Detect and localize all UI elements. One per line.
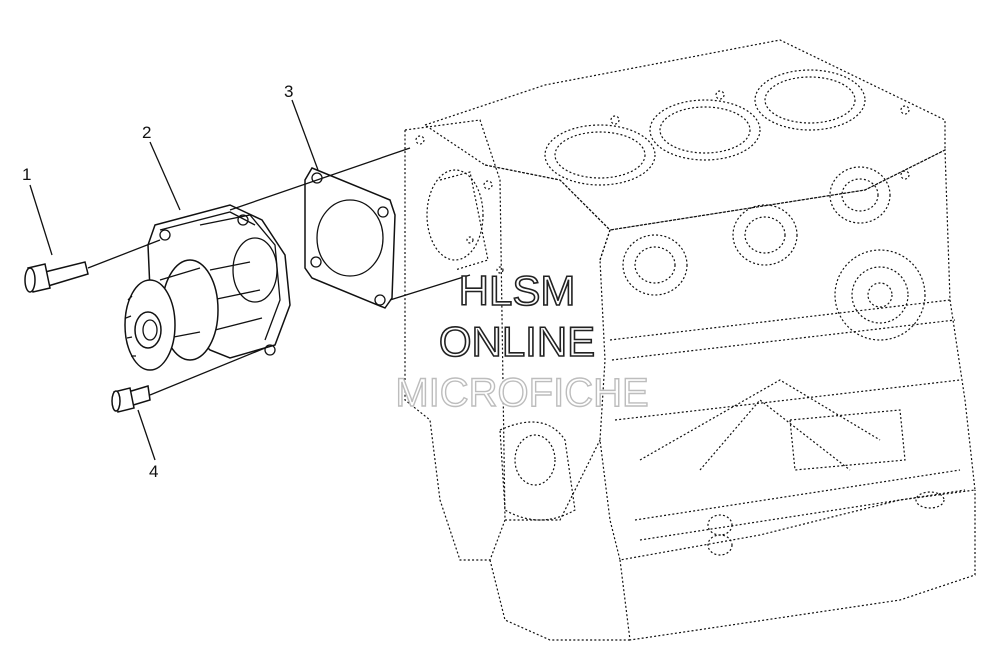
callout-4: 4 [149,462,158,481]
engine-block [404,39,976,641]
leader-lines [29,99,319,461]
callout-1: 1 [22,165,31,184]
bolt-part-1 [24,261,89,293]
gasket-part-3 [304,167,396,309]
watermark-line-1: HLSM [459,267,576,314]
assembly-lines [87,147,471,396]
callout-3: 3 [284,82,293,101]
watermark-line-3: MICROFICHE [395,371,648,415]
watermark-line-2: ONLINE [439,318,595,365]
water-pump-part-2 [124,204,291,371]
callout-2: 2 [142,123,151,142]
screw-part-4 [111,385,151,413]
